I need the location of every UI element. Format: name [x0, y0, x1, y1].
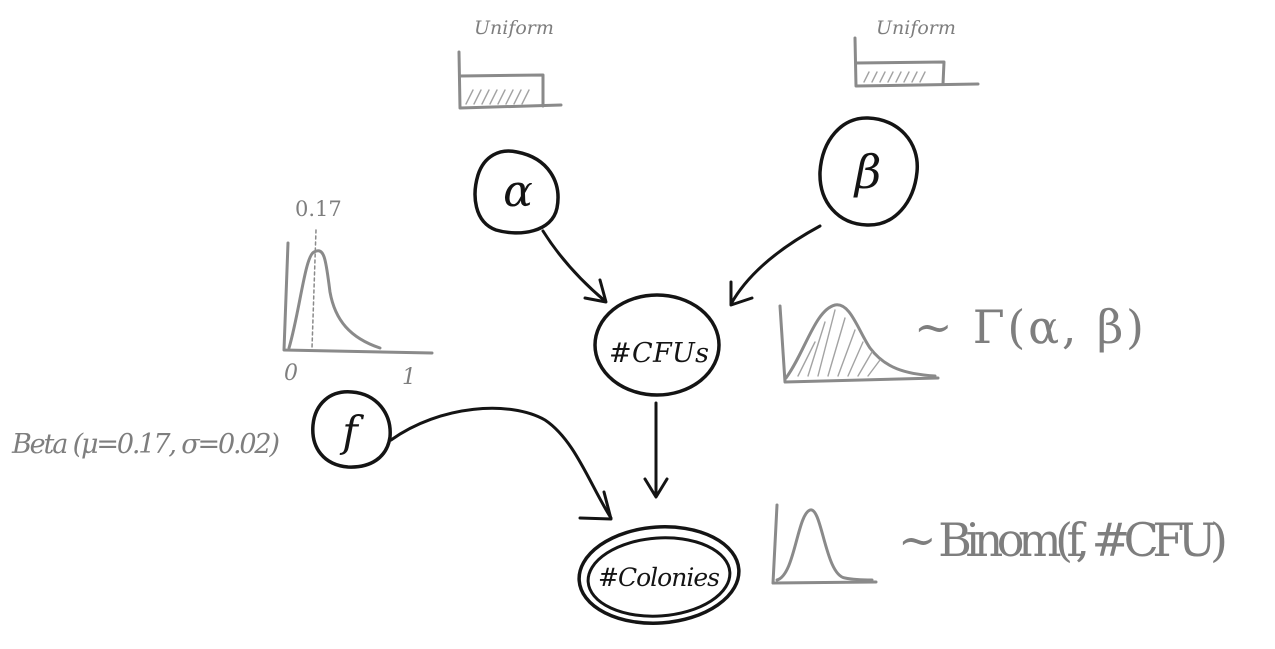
cfus-node: #CFUs: [593, 293, 721, 397]
beta-node-circle: [818, 116, 919, 227]
beta-prior-box: [854, 60, 946, 86]
alpha-prior-label: Uniform: [474, 17, 554, 39]
alpha-prior-sketch: Uniform: [457, 17, 563, 110]
gamma-dist-sketch: ~ Γ(α, β): [778, 300, 1144, 384]
colonies-node-outer-ring: [577, 525, 741, 625]
beta-prior-sketch: Uniform: [853, 17, 980, 88]
cfus-node-label: #CFUs: [609, 338, 709, 369]
beta-prior-hatching: [863, 71, 926, 83]
f-node-label: f: [339, 407, 364, 456]
f-prior-axis: [282, 241, 434, 355]
binom-axis: [771, 503, 878, 585]
alpha-node-circle: [473, 149, 560, 235]
alpha-node: α: [473, 149, 560, 235]
alpha-prior-axis: [457, 50, 563, 110]
cfus-node-circle: [593, 293, 721, 397]
gamma-curve: [784, 303, 937, 380]
gamma-hatching: [797, 309, 881, 377]
gamma-axis: [778, 304, 940, 384]
alpha-prior-box: [458, 73, 545, 108]
gamma-formula: ~ Γ(α, β): [914, 300, 1144, 354]
f-prior-sketch: 0.17 0 1 Beta (μ=0.17, σ=0.02): [11, 197, 434, 460]
binom-formula: ~ Binom(f, #CFU): [898, 513, 1228, 567]
f-axis-min-label: 0: [284, 361, 298, 386]
colonies-node: #Colonies: [577, 525, 741, 625]
alpha-prior-hatching: [465, 89, 530, 105]
colonies-node-inner-ring: [586, 536, 732, 618]
beta-node: β: [818, 116, 919, 227]
f-peak-label: 0.17: [295, 197, 342, 221]
beta-prior-axis: [853, 36, 980, 88]
beta-prior-label: Uniform: [876, 17, 956, 39]
f-node: f: [311, 390, 392, 469]
edge-alpha-to-cfus: [541, 229, 608, 304]
binom-curve: [775, 508, 874, 582]
f-peak-marker: [311, 229, 317, 349]
f-node-circle: [311, 390, 392, 469]
f-prior-formula: Beta (μ=0.17, σ=0.02): [11, 429, 280, 460]
edge-f-to-colonies: [389, 406, 613, 521]
beta-node-label: β: [853, 145, 882, 199]
f-axis-max-label: 1: [402, 365, 416, 390]
f-prior-curve: [287, 249, 382, 350]
edge-cfus-to-colonies: [643, 401, 669, 499]
colonies-node-label: #Colonies: [598, 563, 720, 592]
alpha-node-label: α: [503, 166, 533, 217]
edge-beta-to-cfus: [729, 224, 822, 307]
binom-dist-sketch: ~ Binom(f, #CFU): [771, 503, 1228, 585]
